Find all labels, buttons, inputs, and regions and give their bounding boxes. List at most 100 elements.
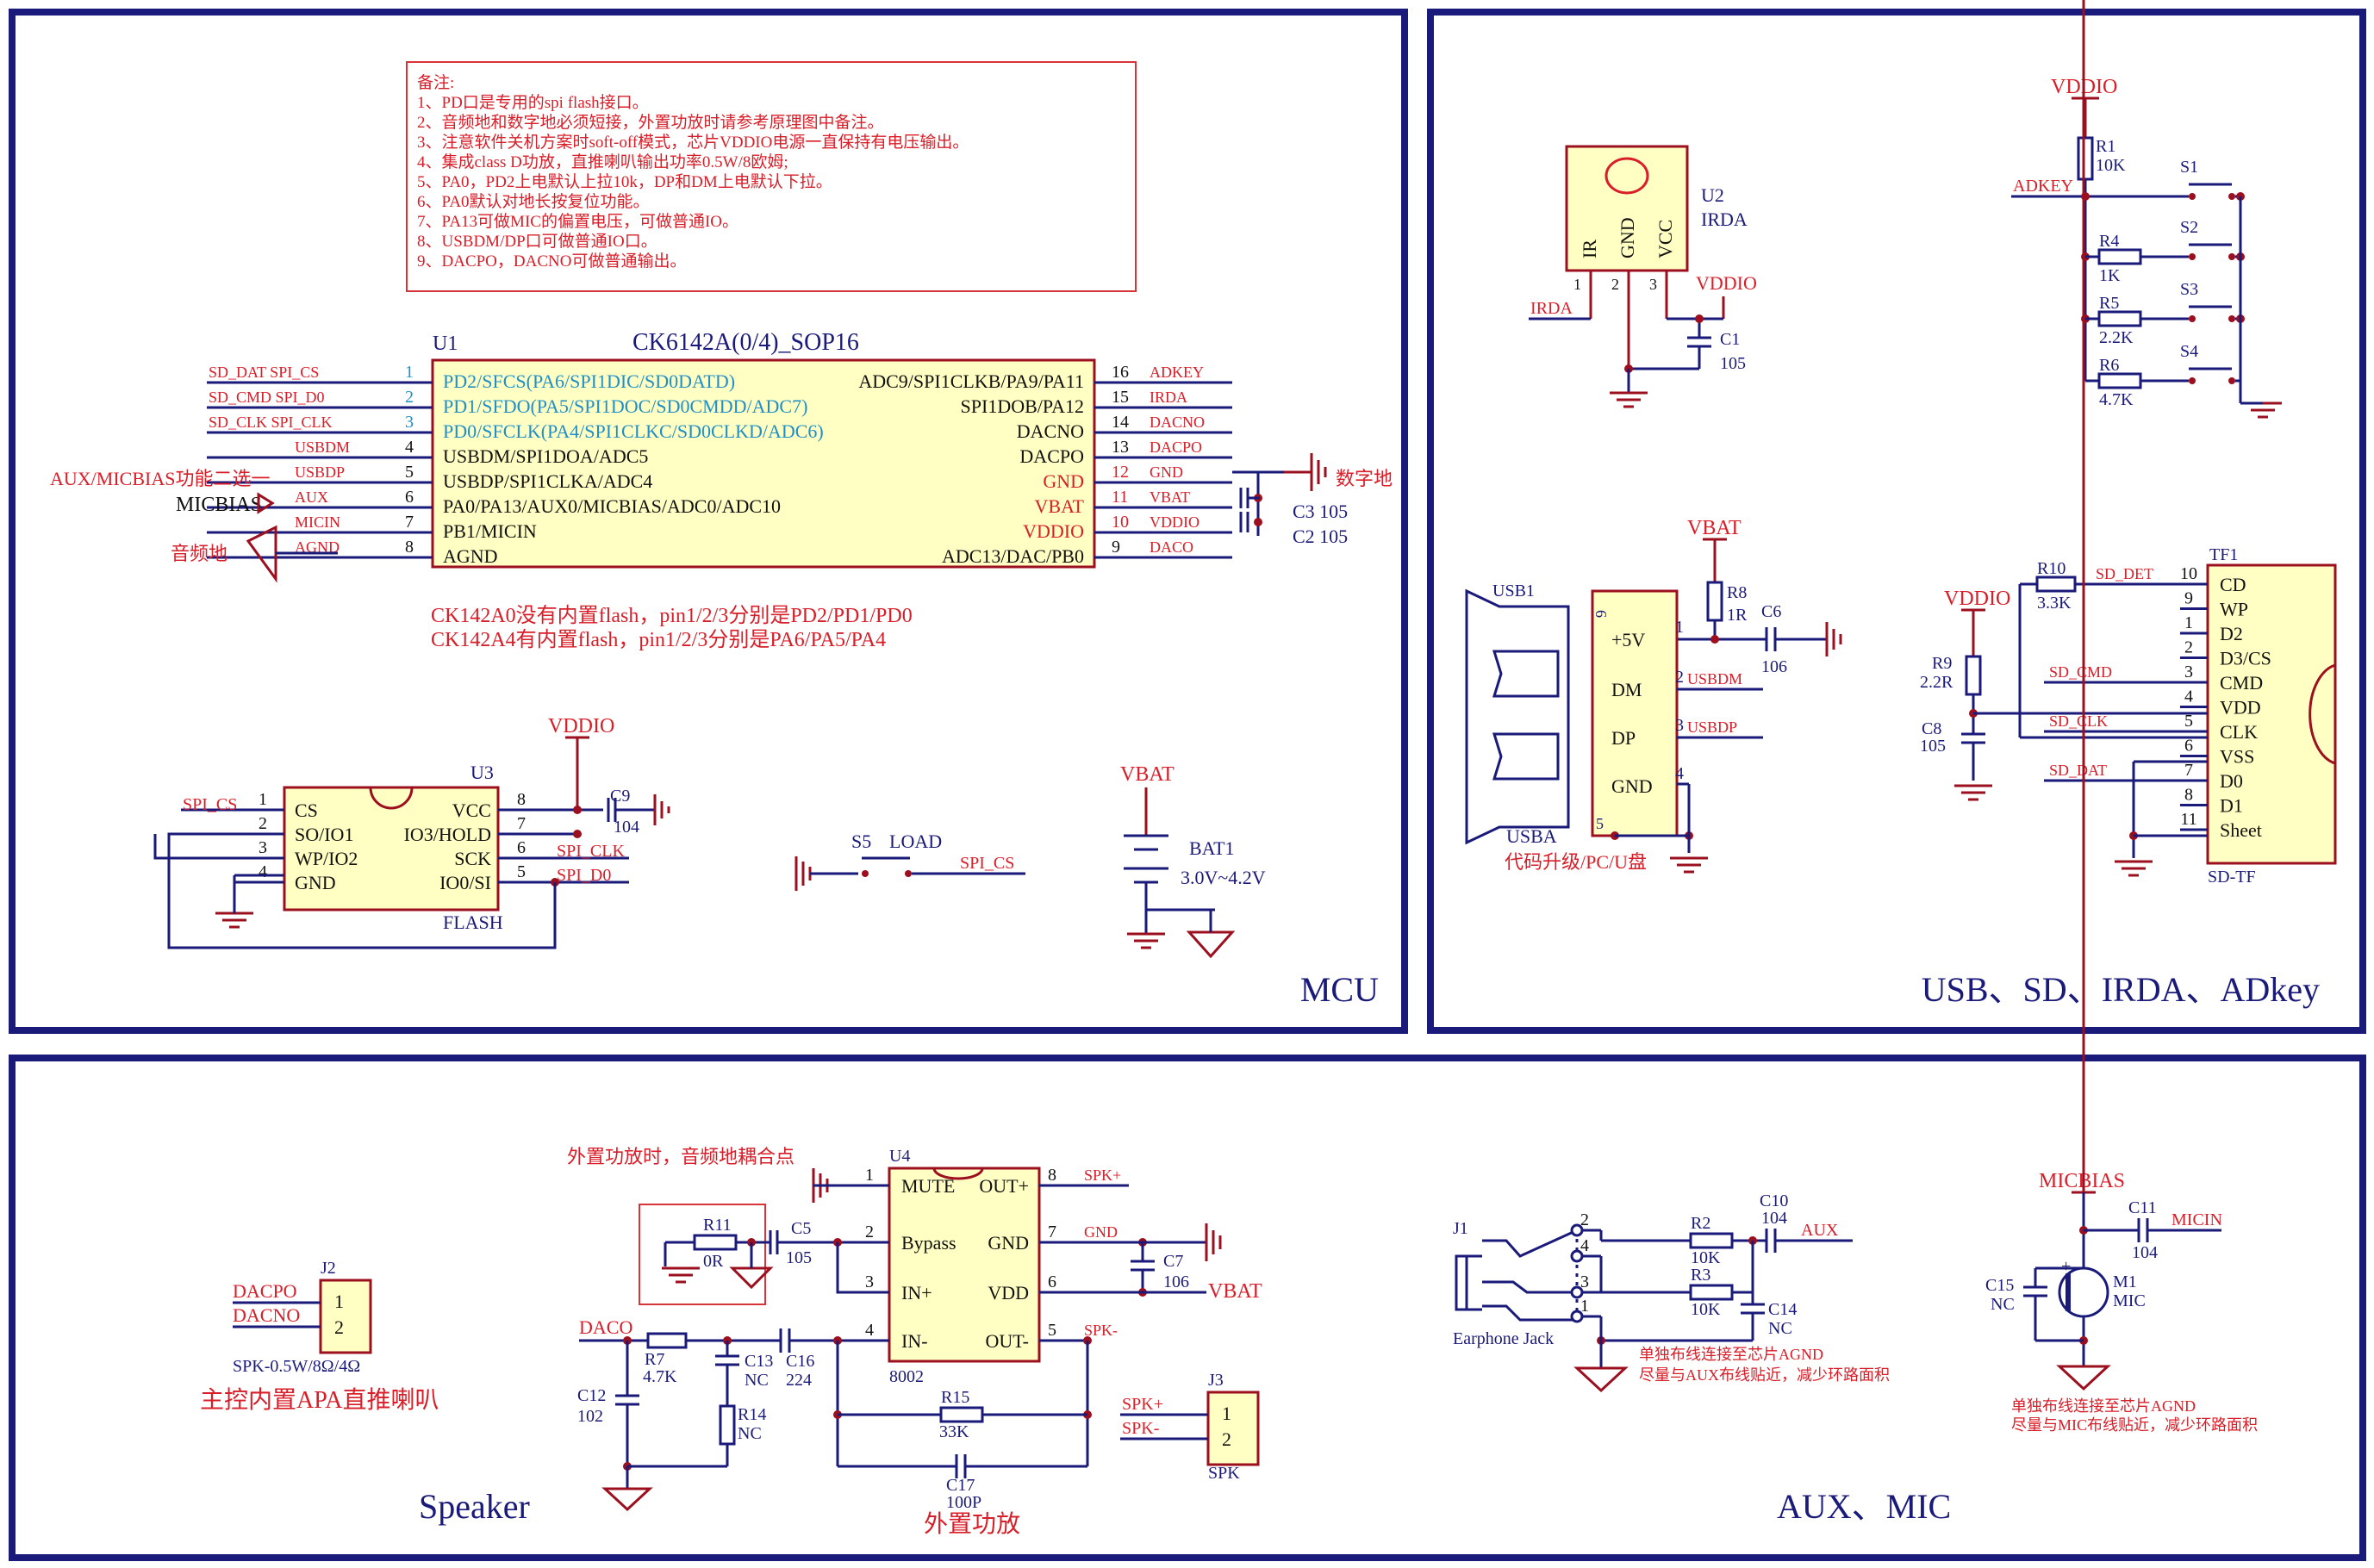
tf-ref: TF1 [2209,545,2238,564]
r10-label: R10 [2037,559,2066,578]
usb-pin-num: 1 [1675,618,1684,637]
usb-vbat: VBAT [1687,517,1742,539]
aux-pin-num: 2 [1580,1210,1589,1229]
u1-pin-net: ADKEY [1150,364,1204,381]
bat-ref: BAT1 [1189,837,1235,859]
c5-label: C5 [791,1219,811,1238]
tf-pin-name: VSS [2220,746,2254,768]
r9-value: 2.2R [1920,673,1953,692]
note-line: 8、USBDM/DP口可做普通IO口。 [417,232,657,251]
c3-label: C3 105 [1293,501,1348,522]
micbias-arrow [257,492,275,514]
u1-pin-num: 7 [405,513,414,532]
tf-pin-num: 10 [2180,564,2197,583]
note-line: 5、PA0，PD2上电默认上拉10k，DP和DM上电默认下拉。 [417,172,832,191]
c8-label: C8 [1922,719,1941,738]
c13-value: NC [745,1371,769,1390]
u1-pin-num: 16 [1112,363,1129,382]
c6-label: C6 [1761,602,1781,621]
mic-micbias: MICBIAS [2039,1170,2125,1192]
u1-pin-num: 1 [405,363,414,382]
c13-label: C13 [745,1352,773,1371]
u3-pin-num: 6 [517,838,526,857]
u1-pin-name: PA0/PA13/AUX0/MICBIAS/ADC0/ADC10 [443,495,781,517]
c10-label: C10 [1760,1192,1788,1210]
r15-label: R15 [941,1388,969,1407]
tf-pin-num: 8 [2184,786,2193,805]
u3-pin-num: 1 [259,790,267,809]
r5-value: 2.2K [2099,328,2134,347]
j2-p2: 2 [334,1316,344,1338]
agnd-symbol [246,525,277,583]
irda-n2: 2 [1611,276,1619,293]
aux-pin-num: 3 [1580,1272,1589,1291]
amp-pin-num: 8 [1048,1166,1056,1185]
u3-pin-num: 5 [517,862,526,881]
u1-pin-net: SD_CLK SPI_CLK [209,414,333,431]
adkey-switch-label: S2 [2180,218,2198,237]
tf-vddio: VDDIO [1944,588,2010,610]
u1-pin-num: 9 [1112,538,1120,557]
tf-pin-num: 7 [2184,761,2193,780]
u1-pin-num: 13 [1112,438,1129,457]
mcu-panel-label: MCU [1300,970,1379,1009]
amp-pin-name: IN- [901,1330,928,1352]
amp-vbat: VBAT [1208,1280,1262,1303]
daco-net: DACO [579,1316,632,1338]
tf-pin-net: SD_DET [2096,565,2153,582]
u3-net-clk: SPI_CLK [557,842,625,861]
amp-pin-num: 4 [865,1321,874,1340]
tf-pin-name: VDD [2220,697,2261,719]
c17-label: C17 [946,1476,975,1495]
u1-pin-num: 5 [405,463,414,482]
tf-pin-name: D2 [2220,623,2243,644]
c11-label: C11 [2128,1198,2157,1217]
u1-pin-net: DACPO [1150,439,1202,456]
notes-list: 备注:1、PD口是专用的spi flash接口。2、音频地和数字地必须短接，外置… [417,73,969,271]
r6-label: R6 [2099,356,2119,375]
c7-value: 106 [1163,1272,1189,1291]
u3-ref: U3 [470,762,494,783]
variant-a0-note: CK142A0没有内置flash，pin1/2/3分别是PD2/PD1/PD0 [431,604,913,627]
usb-pin-name: +5V [1611,629,1645,650]
amp-pin-net: SPK- [1084,1322,1118,1339]
u3-net-d0: SPI_D0 [557,866,611,885]
usb-pin-num: 3 [1675,716,1684,735]
tf-pin-net: SD_CMD [2049,663,2112,681]
u1-pin-name: USBDP/SPI1CLKA/ADC4 [443,470,652,492]
u3-pin-name: SCK [454,848,491,869]
u1-pin-net: AGND [295,538,340,556]
u3-notch [369,787,414,810]
tf-pin-net: SD_DAT [2049,762,2107,779]
j3-name: SPK [1208,1464,1240,1483]
u1-pin-net: VBAT [1150,488,1190,506]
r6-value: 4.7K [2099,390,2134,409]
r5-label: R5 [2099,294,2119,313]
amp-coupling-box [639,1204,766,1305]
m1-label: M1 [2113,1272,2137,1291]
u1-pin-net: USBDM [295,439,350,456]
u1-ref: U1 [433,333,458,355]
r11-value: 0R [703,1252,724,1271]
u3-pin-name: IO3/HOLD [404,824,491,845]
j2-ref: J2 [321,1259,336,1278]
r1-label: R1 [2096,137,2115,156]
r9-label: R9 [1932,654,1952,673]
tf-pin-name: Sheet [2220,819,2262,841]
tf-pin-net: SD_CLK [2049,712,2108,730]
u1-pin-net: SD_CMD SPI_D0 [209,389,325,406]
tf-pin-num: 5 [2184,712,2193,731]
amp-pin-num: 5 [1048,1321,1056,1340]
irda-net: IRDA [1530,299,1573,318]
micbias-label: MICBIAS [176,494,262,516]
c16-value: 224 [786,1371,812,1390]
amp-pin-num: 2 [865,1223,874,1241]
c1-label: C1 [1720,330,1740,349]
bat-value: 3.0V~4.2V [1181,867,1266,888]
tf-pin-num: 11 [2180,810,2196,829]
j2-p1: 1 [334,1291,344,1312]
c14-label: C14 [1768,1300,1797,1319]
